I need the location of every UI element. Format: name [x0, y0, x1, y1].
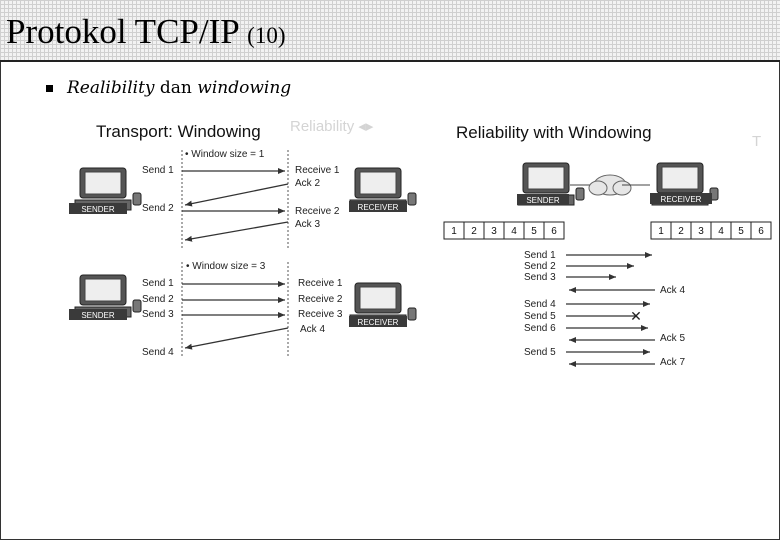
receive-2-w3-label: Receive 2	[298, 294, 343, 305]
right-receiver-badge-text: RECEIVER	[661, 195, 702, 204]
send-4-w3-label: Send 4	[142, 347, 174, 358]
receiver-computer-icon: RECEIVER	[349, 167, 417, 212]
sender-window-cells: 1 2 3 4 5 6	[443, 221, 565, 240]
right-sender-badge	[517, 194, 569, 205]
sender-badge-bottom	[69, 309, 127, 320]
network-cloud-icon	[588, 174, 632, 196]
right-receiver-computer-icon: RECEIVER	[650, 162, 719, 206]
receiver-cell-5: 5	[738, 226, 744, 237]
receiver-cell-3: 3	[698, 226, 704, 237]
ack-2-label: Ack 2	[295, 178, 320, 189]
receive-1-w3-label: Receive 1	[298, 278, 343, 289]
slide-title-main: Protokol TCP/IP	[6, 12, 239, 51]
right-figure-title: Reliability with Windowing	[456, 123, 652, 142]
send-2-label: Send 2	[142, 203, 174, 214]
ack-4-w3-label: Ack 4	[300, 324, 325, 335]
receiver-badge-bottom-text: RECEIVER	[358, 318, 399, 327]
receiver-window-cells: 1 2 3 4 5 6	[650, 221, 772, 240]
title-bar: Protokol TCP/IP (10)	[0, 0, 780, 62]
sender-badge	[69, 203, 127, 214]
arrow-ack-3	[184, 221, 289, 242]
rw-ack-5-label: Ack 5	[660, 333, 685, 344]
slide-title: Protokol TCP/IP (10)	[6, 12, 286, 52]
rw-ack-7-label: Ack 7	[660, 357, 685, 368]
right-sender-badge-text: SENDER	[526, 196, 560, 205]
receiver-badge	[349, 201, 407, 212]
receive-2-label: Receive 2	[295, 206, 340, 217]
send-2-w3-label: Send 2	[142, 294, 174, 305]
right-sender-computer-icon: SENDER	[517, 162, 585, 206]
ack-3-label: Ack 3	[295, 219, 320, 230]
rw-send-2-label: Send 2	[524, 261, 556, 272]
receiver-cell-4: 4	[718, 226, 724, 237]
bullet-line: Realibility dan windowing	[46, 78, 291, 98]
arrow-w3-ack-4	[184, 327, 289, 350]
sender-computer-icon: SENDER	[69, 167, 142, 214]
rw-send-5-label: Send 5	[524, 311, 556, 322]
rw-ack-4-label: Ack 4	[660, 285, 685, 296]
left-figure-ghost: Reliability ◂▸	[290, 118, 374, 135]
sender-cell-2: 2	[471, 226, 477, 237]
send-1-w3-label: Send 1	[142, 278, 174, 289]
sender-cell-1: 1	[451, 226, 457, 237]
sender-cell-3: 3	[491, 226, 497, 237]
right-receiver-badge	[650, 193, 712, 204]
bullet-word-realibility: Realibility	[67, 78, 155, 98]
receiver-badge-text: RECEIVER	[358, 203, 399, 212]
rw-resend-5-label: Send 5	[524, 347, 556, 358]
sender-computer-bottom-icon: SENDER	[69, 274, 142, 320]
sender-badge-text: SENDER	[81, 205, 115, 214]
receiver-computer-bottom-icon: RECEIVER	[349, 282, 417, 327]
arrow-ack-2	[184, 183, 289, 207]
rw-send-4-label: Send 4	[524, 299, 556, 310]
left-figure-title: Transport: Windowing	[96, 122, 261, 141]
sender-cell-4: 4	[511, 226, 517, 237]
receive-3-w3-label: Receive 3	[298, 309, 343, 320]
sender-cell-6: 6	[551, 226, 557, 237]
rw-send-6-label: Send 6	[524, 323, 556, 334]
slide-title-number: (10)	[247, 23, 286, 48]
sender-badge-bottom-text: SENDER	[81, 311, 115, 320]
receiver-cell-2: 2	[678, 226, 684, 237]
sender-cell-5: 5	[531, 226, 537, 237]
bullet-word-windowing: windowing	[197, 78, 292, 98]
left-figure: Reliability ◂▸ Transport: Windowing • Wi…	[69, 118, 417, 358]
right-figure-ghost: T	[752, 133, 761, 150]
receiver-cell-1: 1	[658, 226, 664, 237]
receive-1-label: Receive 1	[295, 165, 340, 176]
bullet-word-dan: dan	[154, 78, 198, 98]
right-figure: Reliability with Windowing T SENDER RECE…	[443, 123, 772, 368]
rw-send-1-label: Send 1	[524, 250, 556, 261]
lost-packet-x-icon: ✕	[630, 309, 642, 325]
receiver-badge-bottom	[349, 316, 407, 327]
send-3-w3-label: Send 3	[142, 309, 174, 320]
send-1-label: Send 1	[142, 165, 174, 176]
window-size-3-label: • Window size = 3	[186, 261, 266, 272]
bullet-square-icon	[46, 85, 53, 92]
window-size-1-label: • Window size = 1	[185, 149, 265, 160]
rw-send-3-label: Send 3	[524, 272, 556, 283]
receiver-cell-6: 6	[758, 226, 764, 237]
